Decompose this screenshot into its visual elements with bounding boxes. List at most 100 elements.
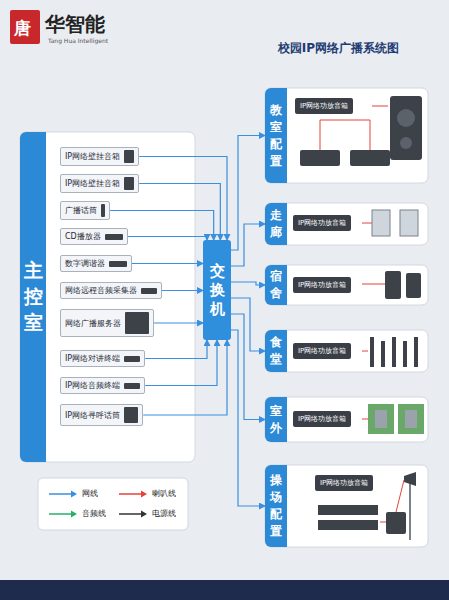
speaker xyxy=(386,512,406,534)
amplifier-label: IP网络功放音箱 xyxy=(298,218,346,228)
device-label: 广播话筒 xyxy=(65,205,97,216)
speaker-wire xyxy=(362,223,372,224)
label-text: Tang Hua Intelligent xyxy=(48,37,108,44)
device-label: IP网络壁挂音箱 xyxy=(65,151,120,162)
panel-heading: 操场配置 xyxy=(270,472,282,540)
speaker-wire xyxy=(362,351,368,352)
device-label: CD播放器 xyxy=(65,231,101,242)
network-cable xyxy=(143,340,227,415)
network-cable xyxy=(231,282,265,285)
rack-unit xyxy=(318,520,378,530)
panel-ground xyxy=(265,88,428,183)
legend-text: 网线 xyxy=(82,488,98,499)
network-cable xyxy=(128,237,207,241)
device-icon xyxy=(141,288,157,294)
label-text: 唐 xyxy=(14,17,31,40)
device-label: 数字调谐器 xyxy=(65,258,105,269)
speaker xyxy=(372,210,390,236)
device-box: IP网络寻呼话筒 xyxy=(60,404,143,426)
column-speaker xyxy=(392,337,396,367)
column-speaker xyxy=(414,337,418,367)
amplifier-box: IP网络功放音箱 xyxy=(293,277,351,293)
side-band: 教室配置 xyxy=(265,88,287,183)
amplifier-label: IP网络功放音箱 xyxy=(320,478,368,488)
lawn-speaker xyxy=(375,410,387,428)
legend-text: 喇叭线 xyxy=(152,488,176,499)
legend-sample xyxy=(48,489,78,499)
speaker-wire xyxy=(396,480,404,512)
panel-heading: 室外 xyxy=(270,403,282,437)
control-room-panel: 主控室IP网络壁挂音箱IP网络壁挂音箱广播话筒CD播放器数字调谐器网络远程音频采… xyxy=(20,132,195,462)
legend-sample xyxy=(118,489,148,499)
rack-unit xyxy=(318,505,378,515)
side-band: 走廊 xyxy=(265,203,287,245)
device-icon xyxy=(124,177,134,190)
amplifier-label: IP网络功放音箱 xyxy=(300,101,348,111)
panel-ground xyxy=(265,397,428,442)
panel-heading: 宿舍 xyxy=(270,268,282,302)
floor-strip xyxy=(0,580,449,600)
legend-text: 电源线 xyxy=(152,508,176,519)
switch-box: 交换机 xyxy=(203,240,231,340)
amplifier-box: IP网络功放音箱 xyxy=(293,343,351,359)
speaker-cone xyxy=(400,137,412,149)
device-box: IP网络音频终端 xyxy=(60,377,145,394)
network-cable xyxy=(231,224,265,266)
side-band: 室外 xyxy=(265,397,287,442)
area-panel: 操场配置 IP网络功放音箱 xyxy=(265,465,428,547)
panel-heading: 走廊 xyxy=(270,207,282,241)
device-label: 网络广播服务器 xyxy=(65,318,121,329)
speaker xyxy=(385,271,401,299)
speaker xyxy=(300,150,340,166)
area-panel: 食堂 IP网络功放音箱 xyxy=(265,330,428,372)
panel-heading: 教室配置 xyxy=(270,102,282,170)
lawn-speaker xyxy=(398,404,424,434)
area-panel: 走廊 IP网络功放音箱 xyxy=(265,203,428,245)
speaker xyxy=(400,210,418,236)
panel-heading: 食堂 xyxy=(270,334,282,368)
speaker xyxy=(350,150,390,166)
column-speaker xyxy=(381,341,385,367)
lawn-speaker xyxy=(405,410,417,428)
speaker-wire xyxy=(380,522,386,523)
speaker-wire xyxy=(362,419,368,420)
network-cable xyxy=(231,330,265,506)
speaker xyxy=(406,273,421,298)
device-label: IP网络壁挂音箱 xyxy=(65,178,120,189)
device-icon xyxy=(124,356,140,362)
network-cable xyxy=(231,298,265,351)
device-label: IP网络音频终端 xyxy=(65,380,120,391)
area-panel: 宿舍 IP网络功放音箱 xyxy=(265,265,428,305)
side-band: 操场配置 xyxy=(265,465,287,547)
panel-ground xyxy=(265,330,428,372)
area-panel: 教室配置 IP网络功放音箱 xyxy=(265,88,428,183)
column-speaker xyxy=(403,341,407,367)
lawn-speaker xyxy=(368,404,394,434)
amplifier-label: IP网络功放音箱 xyxy=(298,346,346,356)
speaker-wire xyxy=(320,120,370,121)
device-icon xyxy=(124,150,134,163)
diagram-title: 校园IP网络广播系统图 xyxy=(236,40,441,57)
device-icon xyxy=(109,261,127,267)
legend-box xyxy=(38,478,188,530)
network-cable xyxy=(162,290,203,291)
side-band: 食堂 xyxy=(265,330,287,372)
legend-sample xyxy=(118,509,148,519)
panel-ground xyxy=(265,465,428,547)
network-cable xyxy=(145,340,207,359)
label-text: 华智能 xyxy=(45,11,105,38)
device-label: IP网络对讲终端 xyxy=(65,353,120,364)
panel-heading: 主控室 xyxy=(24,258,43,336)
device-box: 数字调谐器 xyxy=(60,255,132,272)
switch-label: 交换机 xyxy=(210,262,225,319)
legend-text: 音频线 xyxy=(82,508,106,519)
device-box: IP网络对讲终端 xyxy=(60,350,145,367)
speaker-wire xyxy=(372,106,388,107)
device-box: IP网络壁挂音箱 xyxy=(60,147,139,166)
area-panel: 室外 IP网络功放音箱 xyxy=(265,397,428,442)
amplifier-label: IP网络功放音箱 xyxy=(298,414,346,424)
amplifier-box: IP网络功放音箱 xyxy=(315,475,373,491)
device-icon xyxy=(124,407,138,423)
device-box: 广播话筒 xyxy=(60,201,110,220)
side-band: 主控室 xyxy=(20,132,46,462)
